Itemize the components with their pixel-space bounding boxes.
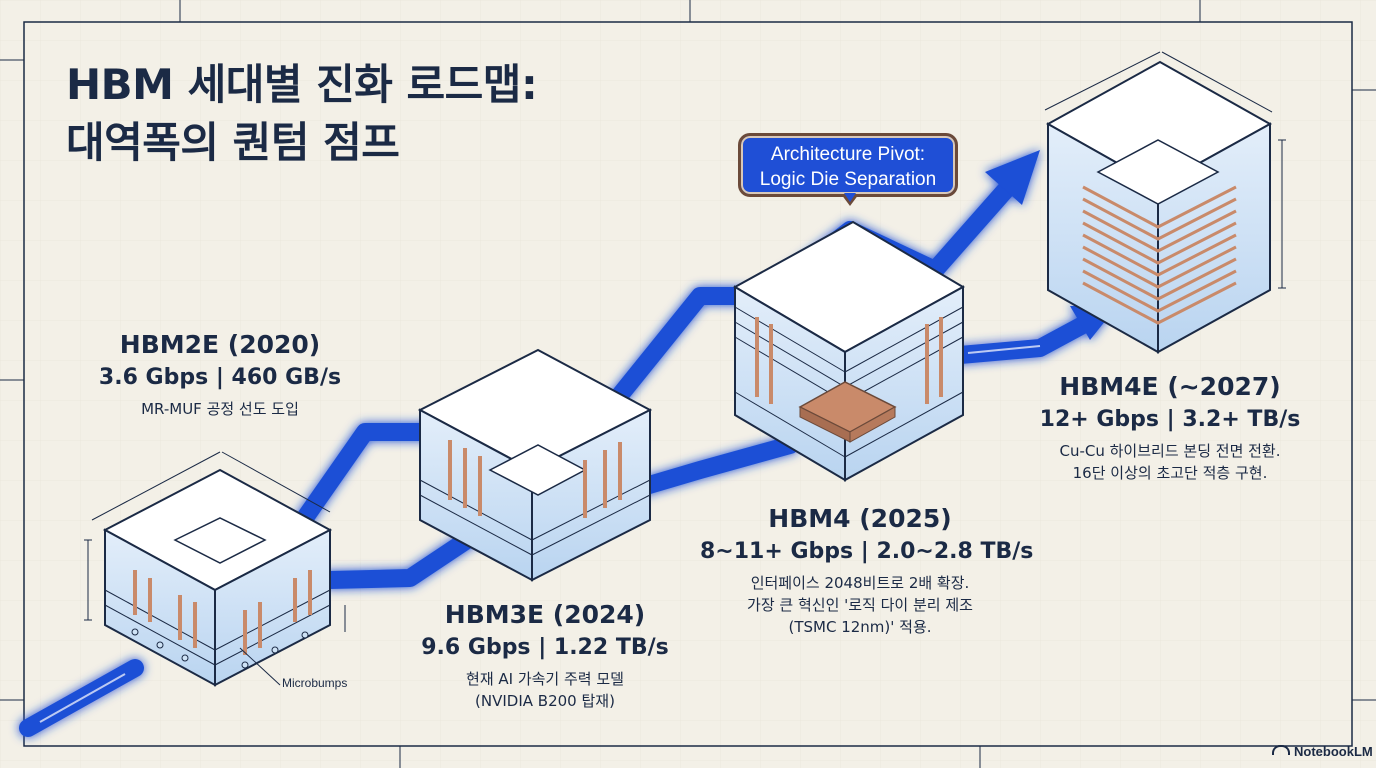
callout-pointer-fill [844, 193, 856, 202]
brand-watermark: NotebookLM [1272, 744, 1373, 759]
title-line-2: 대역폭의 퀀텀 점프 [66, 118, 400, 167]
generation-name: HBM4E (~2027) [1059, 372, 1281, 401]
stack-chip-icon [1045, 60, 1273, 354]
stack-chip-icon [102, 468, 333, 687]
microbumps-label: Microbumps [282, 676, 348, 690]
generation-name: HBM2E (2020) [119, 330, 321, 359]
title-line-1: HBM 세대별 진화 로드맵: [66, 60, 538, 109]
generation-spec: 8~11+ Gbps | 2.0~2.8 TB/s [700, 539, 1034, 564]
generation-card-hbm4: HBM4 (2025) 8~11+ Gbps | 2.0~2.8 TB/s 인터… [700, 504, 1034, 638]
architecture-pivot-callout: Architecture Pivot: Logic Die Separation [738, 133, 958, 197]
dimension-marks [84, 51, 1286, 686]
generation-note: (TSMC 12nm)' 적용. [788, 618, 932, 636]
generation-note: 16단 이상의 초고단 적층 구현. [1072, 464, 1268, 482]
notebooklm-logo-icon [1272, 745, 1290, 755]
upper-arrow-head-icon [985, 150, 1040, 205]
generation-card-hbm4e: HBM4E (~2027) 12+ Gbps | 3.2+ TB/s Cu-Cu… [1030, 372, 1310, 484]
generation-note: (NVIDIA B200 탑재) [475, 692, 615, 710]
generation-note: 가장 큰 혁신인 '로직 다이 분리 제조 [747, 596, 973, 614]
stack-chip-icon [417, 348, 653, 582]
generation-note: 현재 AI 가속기 주력 모델 [466, 670, 624, 688]
callout-line-2: Logic Die Separation [759, 169, 937, 190]
generation-spec: 3.6 Gbps | 460 GB/s [98, 365, 342, 390]
page-title: HBM 세대별 진화 로드맵: 대역폭의 퀀텀 점프 [66, 56, 538, 172]
logic-die-icon [798, 381, 897, 443]
generation-spec: 9.6 Gbps | 1.22 TB/s [421, 635, 669, 660]
generation-note: 인터페이스 2048비트로 2배 확장. [750, 574, 970, 592]
generation-card-hbm3e: HBM3E (2024) 9.6 Gbps | 1.22 TB/s 현재 AI … [400, 600, 690, 712]
generation-name: HBM4 (2025) [768, 504, 952, 533]
generation-spec: 12+ Gbps | 3.2+ TB/s [1039, 407, 1301, 432]
stack-chip-icon [732, 220, 966, 482]
generation-card-hbm2e: HBM2E (2020) 3.6 Gbps | 460 GB/s MR-MUF … [80, 330, 360, 420]
callout-line-1: Architecture Pivot: [770, 144, 926, 165]
generation-note: Cu-Cu 하이브리드 본딩 전면 전환. [1059, 442, 1281, 460]
brand-name: NotebookLM [1294, 744, 1373, 759]
generation-name: HBM3E (2024) [444, 600, 646, 629]
generation-note: MR-MUF 공정 선도 도입 [141, 400, 299, 418]
